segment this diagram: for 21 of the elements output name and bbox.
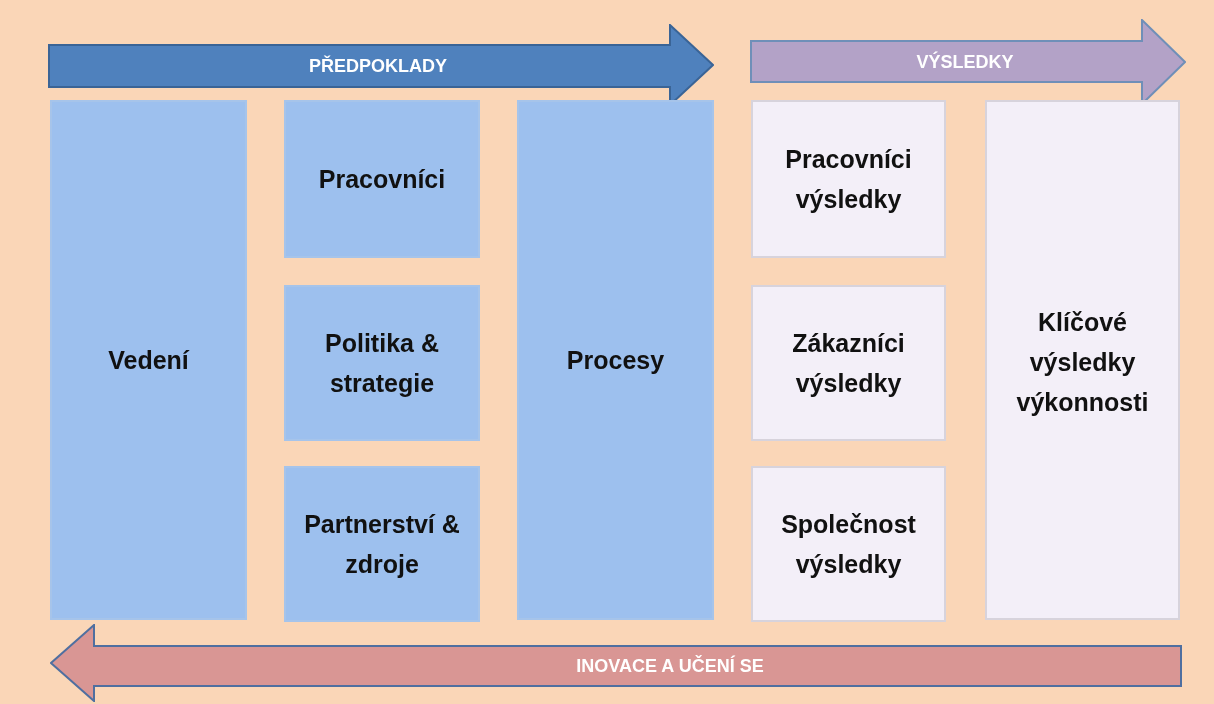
category-box <box>50 100 247 620</box>
box-label: Vedení <box>107 345 191 376</box>
box-label: Politika & strategie <box>324 328 440 399</box>
arrow-label: INOVACE A UČENÍ SE <box>576 655 764 677</box>
arrow-label: PŘEDPOKLADY <box>309 55 447 77</box>
box-label: Procesy <box>565 345 666 376</box>
category-box <box>751 285 946 441</box>
box-label: Společnost výsledky <box>780 509 917 580</box>
category-box <box>751 100 946 258</box>
category-box <box>985 100 1180 620</box>
category-box <box>284 466 480 622</box>
box-label: Klíčové výsledky výkonnosti <box>1015 307 1150 418</box>
arrow-label: VÝSLEDKY <box>916 51 1014 72</box>
category-box <box>751 466 946 622</box>
box-label: Pracovníci výsledky <box>784 144 913 215</box>
category-box <box>284 100 480 258</box>
category-box <box>517 100 714 620</box>
box-label: Pracovníci <box>317 164 447 195</box>
box-label: Zákazníci výsledky <box>791 328 906 399</box>
box-label: Partnerství & zdroje <box>303 509 461 580</box>
category-box <box>284 285 480 441</box>
